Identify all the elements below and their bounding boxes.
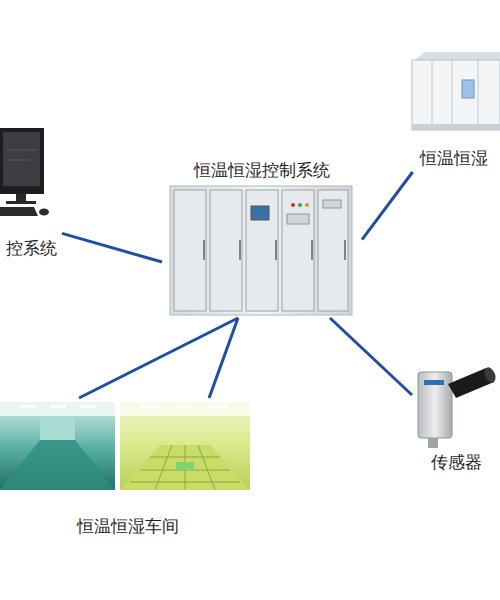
connector-line <box>62 233 162 262</box>
workshop-photo <box>0 402 250 490</box>
device-node: 传感器 <box>412 362 500 472</box>
node-label: 控系统 <box>6 238 57 258</box>
connector-line <box>330 318 412 395</box>
device-node: 恒温恒湿控制系统 <box>162 158 362 318</box>
sensor-icon <box>418 366 498 448</box>
node-label: 恒温恒湿 <box>420 148 488 168</box>
air-handling-unit <box>412 52 500 130</box>
node-label: 恒温恒湿车间 <box>77 516 179 536</box>
node-label: 传感器 <box>431 452 482 472</box>
connector-line <box>209 318 238 398</box>
node-label: 恒温恒湿控制系统 <box>194 160 330 180</box>
connector-line <box>362 172 413 240</box>
control-cabinet <box>170 186 352 315</box>
device-node: 恒温恒湿车间 <box>0 398 255 538</box>
device-node: 控系统 <box>0 120 62 260</box>
connector-line <box>79 318 238 398</box>
computer-icon <box>0 128 49 216</box>
device-node: 恒温恒湿 <box>408 50 500 172</box>
